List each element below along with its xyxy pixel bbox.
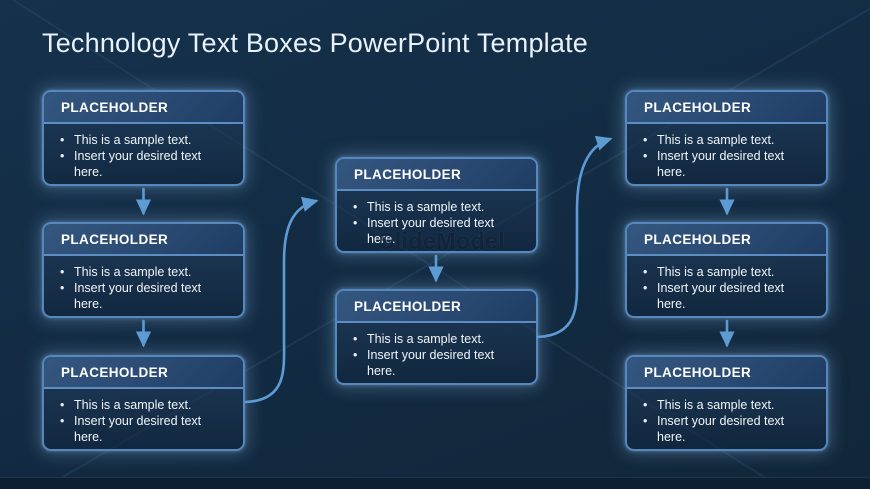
arrow-left-3-to-middle-1 (244, 196, 319, 404)
placeholder-box-right-2[interactable]: PLACEHOLDER This is a sample text. Inser… (625, 222, 828, 318)
bullet-item: This is a sample text. (639, 397, 816, 413)
bottom-bar (0, 477, 870, 489)
placeholder-box-header: PLACEHOLDER (627, 92, 826, 124)
placeholder-box-body: This is a sample text. Insert your desir… (627, 256, 826, 312)
placeholder-box-title: PLACEHOLDER (61, 364, 169, 380)
placeholder-box-left-2[interactable]: PLACEHOLDER This is a sample text. Inser… (42, 222, 245, 318)
placeholder-box-left-3[interactable]: PLACEHOLDER This is a sample text. Inser… (42, 355, 245, 451)
placeholder-box-header: PLACEHOLDER (627, 357, 826, 389)
bullet-item: This is a sample text. (639, 132, 816, 148)
bullet-item: This is a sample text. (56, 132, 233, 148)
placeholder-box-title: PLACEHOLDER (354, 166, 462, 182)
bullet-item: This is a sample text. (349, 331, 526, 347)
bullet-item: Insert your desired text here. (349, 347, 526, 379)
bullet-item: Insert your desired text here. (56, 280, 233, 312)
placeholder-box-body: This is a sample text. Insert your desir… (44, 389, 243, 445)
placeholder-box-right-1[interactable]: PLACEHOLDER This is a sample text. Inser… (625, 90, 828, 186)
placeholder-box-header: PLACEHOLDER (337, 159, 536, 191)
placeholder-box-title: PLACEHOLDER (354, 298, 462, 314)
placeholder-box-header: PLACEHOLDER (627, 224, 826, 256)
placeholder-box-body: This is a sample text. Insert your desir… (337, 191, 536, 247)
placeholder-box-middle-1[interactable]: PLACEHOLDER This is a sample text. Inser… (335, 157, 538, 253)
placeholder-box-title: PLACEHOLDER (644, 99, 752, 115)
placeholder-box-body: This is a sample text. Insert your desir… (44, 256, 243, 312)
placeholder-box-body: This is a sample text. Insert your desir… (627, 389, 826, 445)
placeholder-box-title: PLACEHOLDER (61, 231, 169, 247)
bullet-item: Insert your desired text here. (639, 148, 816, 180)
bullet-item: This is a sample text. (56, 264, 233, 280)
placeholder-box-body: This is a sample text. Insert your desir… (337, 323, 536, 379)
slide-title: Technology Text Boxes PowerPoint Templat… (42, 28, 589, 58)
placeholder-box-header: PLACEHOLDER (44, 224, 243, 256)
placeholder-box-header: PLACEHOLDER (44, 92, 243, 124)
placeholder-box-body: This is a sample text. Insert your desir… (627, 124, 826, 180)
placeholder-box-header: PLACEHOLDER (337, 291, 536, 323)
placeholder-box-body: This is a sample text. Insert your desir… (44, 124, 243, 180)
bullet-item: Insert your desired text here. (56, 148, 233, 180)
bullet-item: Insert your desired text here. (56, 413, 233, 445)
placeholder-box-left-1[interactable]: PLACEHOLDER This is a sample text. Inser… (42, 90, 245, 186)
placeholder-box-header: PLACEHOLDER (44, 357, 243, 389)
bullet-item: Insert your desired text here. (639, 413, 816, 445)
placeholder-box-right-3[interactable]: PLACEHOLDER This is a sample text. Inser… (625, 355, 828, 451)
placeholder-box-title: PLACEHOLDER (644, 364, 752, 380)
bullet-item: Insert your desired text here. (349, 215, 526, 247)
bullet-item: This is a sample text. (56, 397, 233, 413)
placeholder-box-middle-2[interactable]: PLACEHOLDER This is a sample text. Inser… (335, 289, 538, 385)
placeholder-box-title: PLACEHOLDER (61, 99, 169, 115)
placeholder-box-title: PLACEHOLDER (644, 231, 752, 247)
watermark: SlideModel (378, 228, 506, 254)
arrow-middle-2-to-right-1 (536, 135, 613, 339)
bullet-item: Insert your desired text here. (639, 280, 816, 312)
bullet-item: This is a sample text. (349, 199, 526, 215)
bullet-item: This is a sample text. (639, 264, 816, 280)
